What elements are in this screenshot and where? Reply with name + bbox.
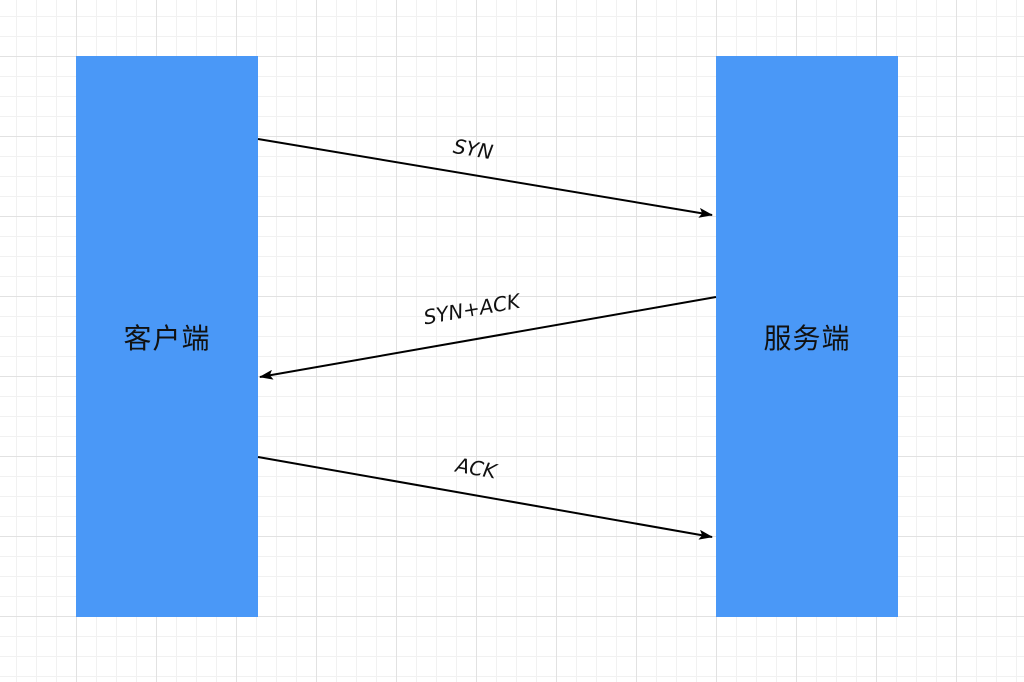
server-node[interactable]: 服务端 [716,56,898,617]
client-node[interactable]: 客户端 [76,56,258,617]
client-label: 客户端 [123,321,211,355]
syn-arrow [257,138,713,218]
server-label: 服务端 [763,321,851,355]
syn-ack-arrow [259,296,717,380]
syn-label: SYN [452,134,495,164]
syn-ack-label: SYN+ACK [422,289,524,330]
ack-label: ACK [452,452,500,483]
ack-arrow [257,456,713,540]
